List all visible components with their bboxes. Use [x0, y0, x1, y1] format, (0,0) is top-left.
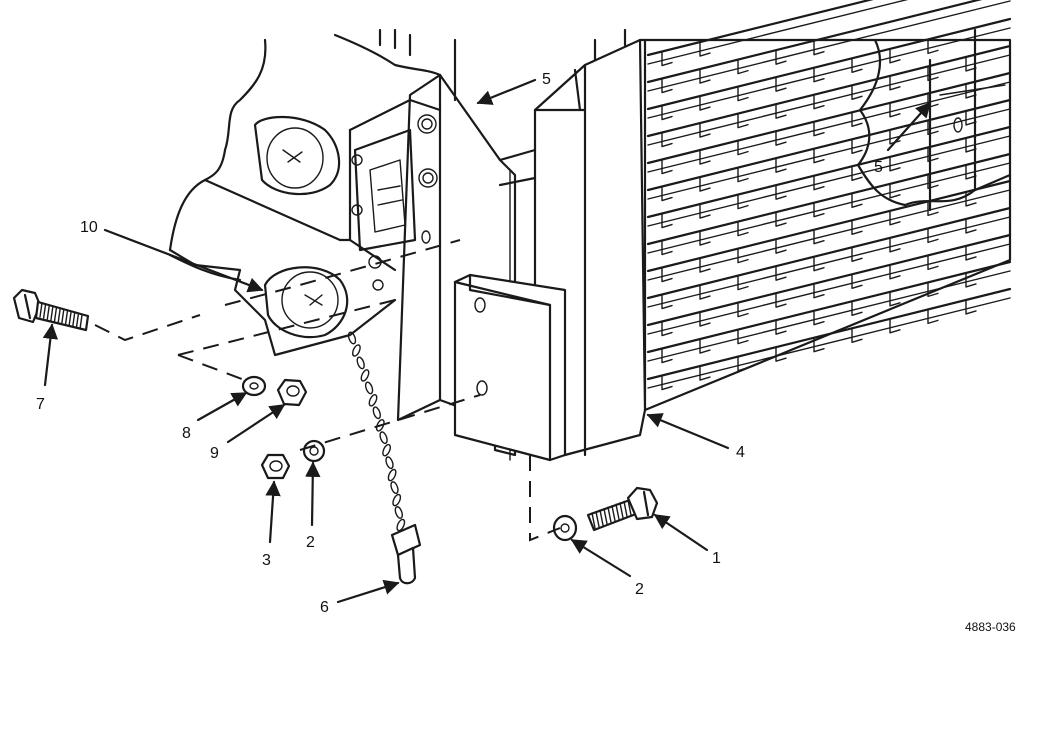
frame-casting — [170, 30, 455, 355]
callout-5-bracket: 5 — [542, 71, 551, 88]
callout-5-grille: 5 — [874, 159, 883, 176]
callout-2-left: 2 — [306, 534, 315, 551]
nut-9 — [278, 380, 306, 405]
callout-7: 7 — [36, 396, 45, 413]
washer-2-right — [554, 516, 576, 540]
callout-9: 9 — [210, 445, 219, 462]
retaining-chain — [347, 331, 406, 531]
callout-3: 3 — [262, 552, 271, 569]
mounting-plate — [455, 275, 565, 460]
washer-2-left — [304, 441, 324, 461]
pin — [392, 525, 420, 583]
callout-2-right: 2 — [635, 581, 644, 598]
radiator-core — [640, 0, 1010, 410]
capscrew-1 — [588, 488, 657, 530]
callout-10: 10 — [80, 219, 98, 236]
callout-8: 8 — [182, 425, 191, 442]
figure-id: 4883-036 — [965, 620, 1016, 634]
callout-6: 6 — [320, 599, 329, 616]
capscrew-7 — [14, 290, 88, 330]
callout-1: 1 — [712, 550, 721, 567]
nut-3 — [262, 455, 289, 478]
callout-4: 4 — [736, 444, 745, 461]
